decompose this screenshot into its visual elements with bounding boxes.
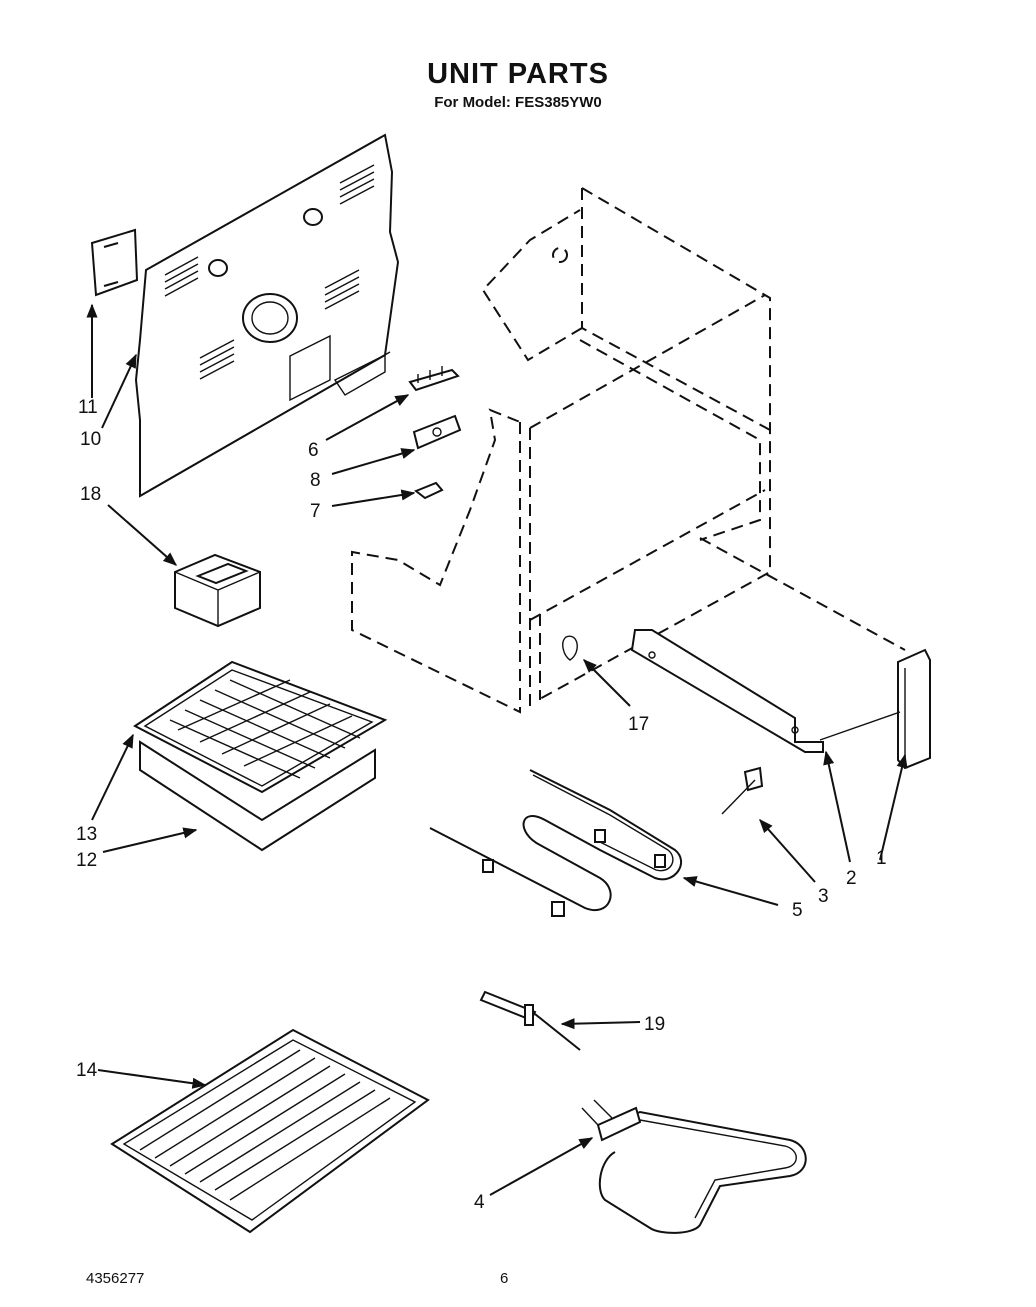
document-number: 4356277 [86, 1270, 145, 1287]
oven-rack [110, 1028, 430, 1234]
bake-element [429, 769, 682, 917]
trim-clip [743, 766, 764, 792]
oven-temp-sensor [479, 990, 581, 1051]
model-subtitle: For Model: FES385YW0 [434, 94, 602, 111]
oven-cavity-outline [351, 187, 906, 714]
end-cap [897, 648, 931, 770]
callout-3: 3 [818, 886, 829, 907]
mounting-screw [562, 635, 578, 661]
page-title: UNIT PARTS [427, 58, 609, 90]
callout-leaders [86, 303, 908, 1196]
callout-1: 1 [876, 848, 887, 869]
electronic-control-box [174, 553, 261, 628]
callout-6: 6 [308, 440, 319, 461]
callout-19: 19 [644, 1014, 665, 1035]
side-trim-rail [630, 629, 824, 753]
broiler-pan-assembly [133, 660, 388, 852]
callout-14: 14 [76, 1060, 98, 1081]
callout-13: 13 [76, 824, 97, 845]
callout-2: 2 [846, 868, 857, 889]
small-clip [414, 481, 444, 500]
broil-element [581, 1099, 807, 1234]
bracket-clip [412, 414, 462, 450]
callout-12: 12 [76, 850, 97, 871]
callout-8: 8 [310, 470, 321, 491]
callout-10: 10 [80, 429, 101, 450]
callout-7: 7 [310, 501, 321, 522]
page-number: 6 [500, 1270, 509, 1287]
callout-11: 11 [78, 397, 98, 418]
callout-17: 17 [628, 714, 649, 735]
terminal-block [408, 366, 460, 392]
callout-18: 18 [80, 484, 101, 505]
callout-5: 5 [792, 900, 803, 921]
callout-4: 4 [474, 1192, 485, 1213]
oven-back-panel [134, 133, 400, 498]
panel-gasket [90, 228, 139, 297]
